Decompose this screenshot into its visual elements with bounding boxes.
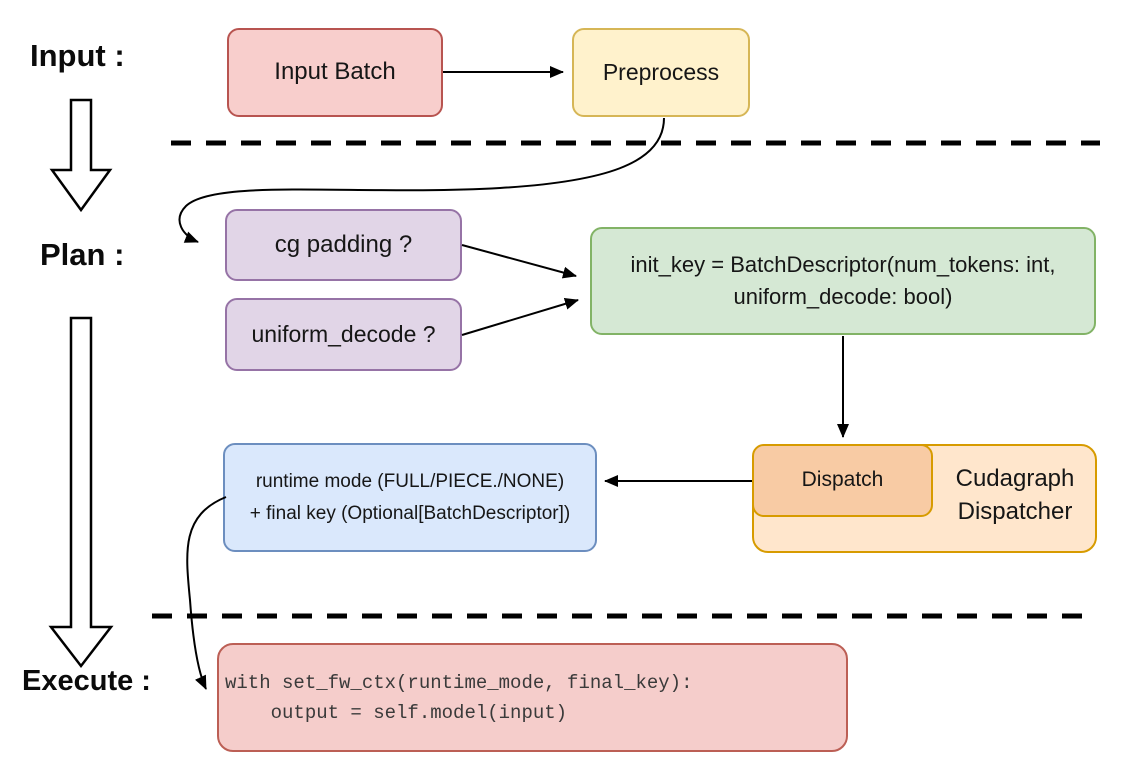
node-uniform-decode-label: uniform_decode ? bbox=[251, 320, 436, 347]
cudagraph-dispatcher-line2: Dispatcher bbox=[957, 498, 1073, 525]
stage-label-execute: Execute : bbox=[22, 665, 151, 697]
node-cg-padding: cg padding ? bbox=[225, 209, 462, 281]
node-init-key-line1: init_key = BatchDescriptor(num_tokens: i… bbox=[630, 252, 1056, 278]
node-cudagraph-dispatcher-label: Cudagraph Dispatcher bbox=[933, 462, 1097, 528]
node-dispatch-label: Dispatch bbox=[801, 468, 884, 492]
stage-label-plan: Plan : bbox=[40, 237, 125, 272]
node-runtime-mode-line1: runtime mode (FULL/PIECE./NONE) bbox=[255, 471, 565, 493]
node-runtime-mode: runtime mode (FULL/PIECE./NONE) + final … bbox=[223, 443, 597, 552]
node-uniform-decode: uniform_decode ? bbox=[225, 298, 462, 371]
stage-label-input: Input : bbox=[30, 38, 125, 73]
execute-code-line2: output = self.model(input) bbox=[225, 701, 568, 724]
node-runtime-mode-line2: + final key (Optional[BatchDescriptor]) bbox=[249, 502, 571, 524]
node-cg-padding-label: cg padding ? bbox=[274, 230, 413, 258]
node-init-key-line2: uniform_decode: bool) bbox=[733, 284, 953, 309]
node-dispatch: Dispatch bbox=[752, 444, 933, 517]
node-preprocess: Preprocess bbox=[572, 28, 750, 117]
cudagraph-dispatcher-line1: Cudagraph bbox=[955, 465, 1075, 492]
node-input-batch: Input Batch bbox=[227, 28, 443, 117]
execute-code-line1: with set_fw_ctx(runtime_mode, final_key)… bbox=[225, 671, 693, 694]
node-preprocess-label: Preprocess bbox=[602, 58, 720, 85]
connector-uniform-decode-to-init-key bbox=[461, 298, 579, 336]
connector-cg-padding-to-init-key bbox=[461, 244, 577, 279]
stage-down-arrow-input-icon bbox=[49, 98, 113, 213]
stage-down-arrow-plan-icon bbox=[48, 316, 114, 669]
node-input-batch-label: Input Batch bbox=[274, 58, 396, 86]
node-execute-code: with set_fw_ctx(runtime_mode, final_key)… bbox=[217, 643, 848, 752]
node-init-key: init_key = BatchDescriptor(num_tokens: i… bbox=[590, 227, 1096, 335]
